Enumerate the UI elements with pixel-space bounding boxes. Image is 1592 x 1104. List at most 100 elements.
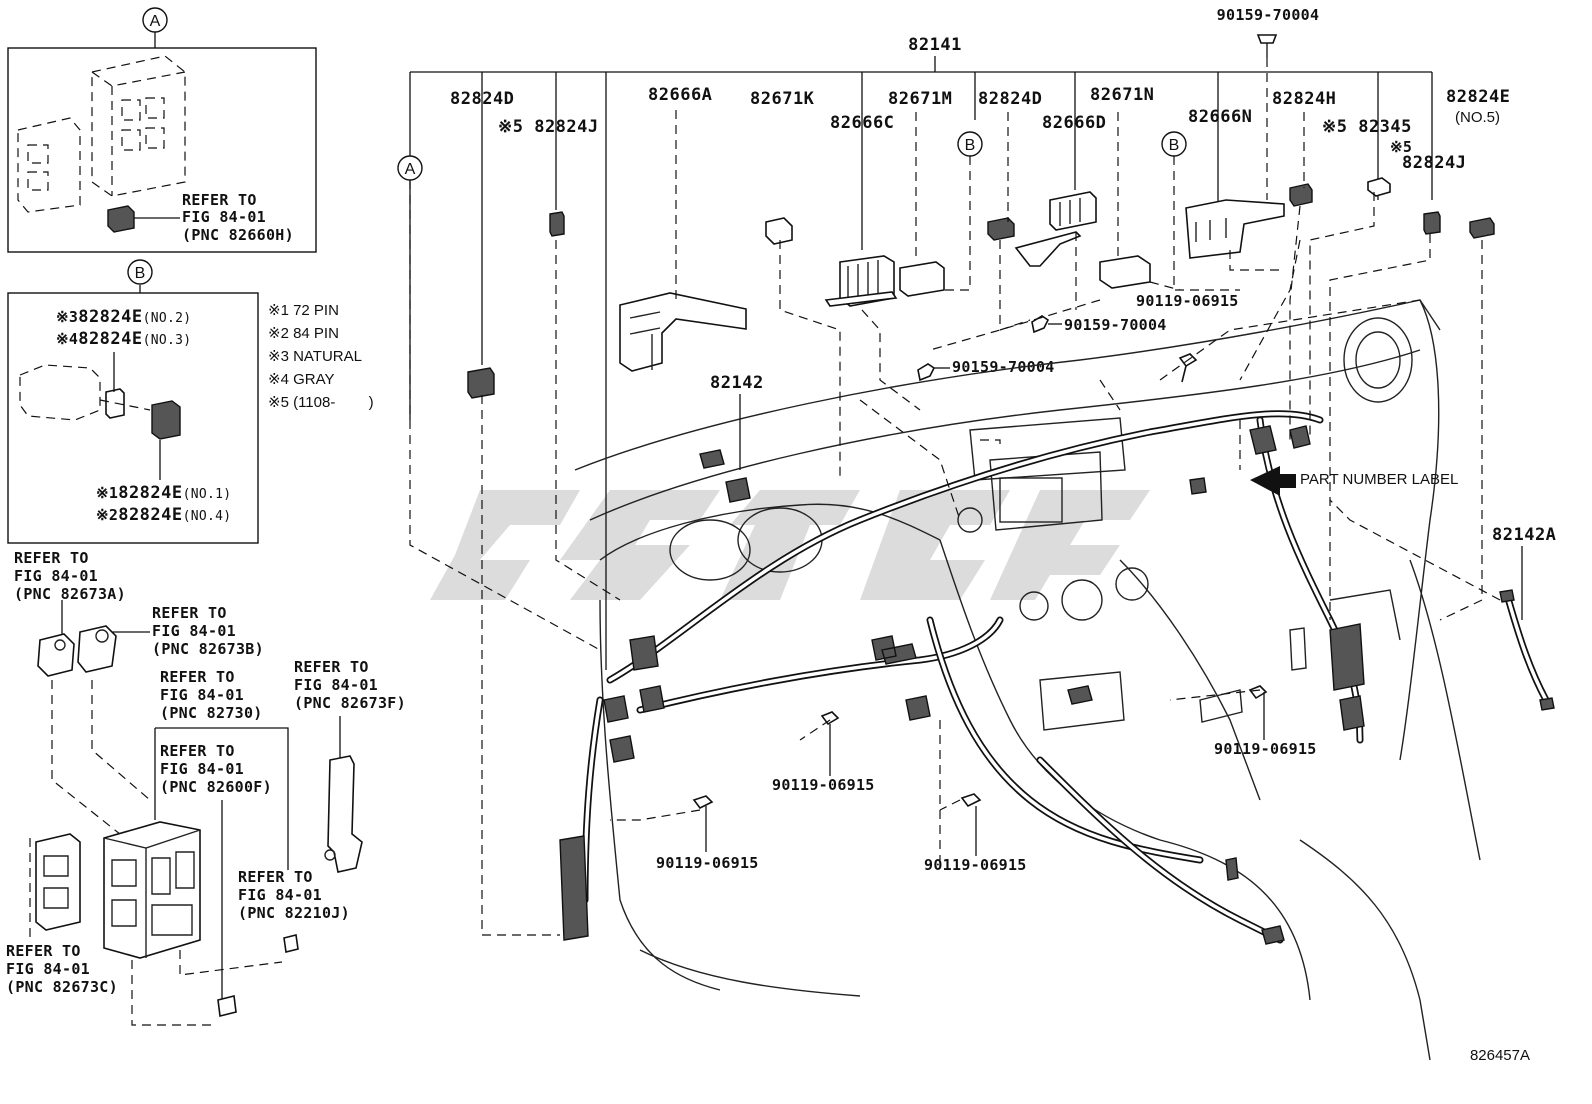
- connector-82666c: [824, 255, 898, 307]
- refer-82673f-2: FIG 84-01: [294, 676, 378, 694]
- bolt-90119-e: [960, 793, 982, 808]
- connector-82824j-left: [549, 211, 565, 237]
- bolt-label-4: 90119-06915: [1214, 740, 1317, 758]
- inset-b-item-2-pn: 82824E: [78, 329, 142, 349]
- inset-b-item-3-sub: (NO.1): [183, 487, 232, 502]
- refer-82673b-1: REFER TO: [152, 604, 227, 622]
- refer-82673f-1: REFER TO: [294, 658, 369, 676]
- svg-text:※282824E(NO.4): ※282824E(NO.4): [96, 505, 231, 525]
- bolt-label-2: 90159-70004: [1064, 316, 1167, 334]
- refer-82673a-3: (PNC 82673A): [14, 585, 126, 603]
- callout-part-number-label: PART NUMBER LABEL: [1300, 471, 1458, 488]
- inset-a-frame: [7, 47, 317, 253]
- refer-82673c-3: (PNC 82673C): [6, 978, 118, 996]
- callout-82824e-right: 82824E: [1446, 87, 1510, 107]
- refer-82210j-2: FIG 84-01: [238, 886, 322, 904]
- callout-82824d-left: 82824D: [450, 89, 514, 109]
- bolt-label-5: 90119-06915: [772, 776, 875, 794]
- refer-82673b-3: (PNC 82673B): [152, 640, 264, 658]
- main-part-number: 82141: [908, 35, 962, 55]
- clip-82600f: [217, 995, 237, 1017]
- connector-82671k: [765, 217, 793, 245]
- refer-82673a-1: REFER TO: [14, 549, 89, 567]
- inset-b: B ※382824E(NO.2) ※482824E(NO.3) ※182824E…: [7, 259, 259, 544]
- inset-a-refer-2: FIG 84-01: [182, 208, 266, 226]
- bolt-label-3: 90159-70004: [952, 358, 1055, 376]
- clip-82210j: [283, 934, 299, 953]
- callout-82824j-right: 82824J: [1402, 153, 1466, 173]
- callout-82142: 82142: [710, 373, 764, 393]
- part-number-label-arrow: [1250, 466, 1296, 496]
- refer-82673c-1: REFER TO: [6, 942, 81, 960]
- callout-82345: ※5 82345: [1322, 117, 1412, 137]
- inset-b-marker: [127, 259, 153, 285]
- callout-82666d: 82666D: [1042, 113, 1106, 133]
- bracket-82673b: [77, 625, 117, 673]
- inset-b-marker-text: B: [135, 265, 146, 282]
- bolt-90159-a: [1031, 315, 1050, 334]
- refer-82730-3: (PNC 82730): [160, 704, 263, 722]
- inset-b-item-2-sub: (NO.3): [143, 333, 192, 348]
- bolt-label-6: 90119-06915: [656, 854, 759, 872]
- inset-b-item-1-mark: ※3: [56, 308, 78, 326]
- inset-a-refer-3: (PNC 82660H): [182, 226, 294, 244]
- connector-82824e-right: [1469, 217, 1495, 239]
- callout-82824e-sub: (NO.5): [1455, 109, 1500, 126]
- bolt-90159-b: [917, 363, 936, 382]
- refer-82600f-1: REFER TO: [160, 742, 235, 760]
- connector-82824j-right: [1423, 211, 1441, 235]
- bolt-90119-c: [820, 711, 840, 726]
- refer-82673a-2: FIG 84-01: [14, 567, 98, 585]
- legend-line-5: ※5 (1108- ): [268, 394, 374, 411]
- inset-b-item-3-pn: 82824E: [118, 483, 182, 503]
- legend-line-1: ※1 72 PIN: [268, 302, 339, 319]
- refer-82600f-2: FIG 84-01: [160, 760, 244, 778]
- inset-a: A REFER TO FIG 84-01 (PNC 82660H): [7, 7, 317, 253]
- refer-82730-1: REFER TO: [160, 668, 235, 686]
- harness-connectors: [559, 425, 1365, 945]
- inset-b-item-1-pn: 82824E: [78, 307, 142, 327]
- callout-82671n: 82671N: [1090, 85, 1154, 105]
- svg-text:※382824E(NO.2): ※382824E(NO.2): [56, 307, 191, 327]
- refer-82673c-2: FIG 84-01: [6, 960, 90, 978]
- callout-82824j-left: ※5 82824J: [498, 117, 599, 137]
- legend-line-4: ※4 GRAY: [268, 371, 334, 388]
- inset-b-item-4-mark: ※2: [96, 506, 118, 524]
- inset-b-item-1-sub: (NO.2): [143, 311, 192, 326]
- diagram-code: 826457A: [1470, 1047, 1530, 1064]
- junction-block-82730: [103, 821, 201, 959]
- bracket-82673f: [327, 755, 363, 873]
- callout-82666n: 82666N: [1188, 107, 1252, 127]
- marker-a-text: A: [405, 161, 416, 178]
- connector-82824h: [1289, 183, 1313, 207]
- refer-82210j-3: (PNC 82210J): [238, 904, 350, 922]
- junction-block-dashed: [17, 55, 186, 213]
- relay-82660h: [107, 205, 135, 233]
- inset-a-marker-text: A: [150, 13, 161, 30]
- callout-82666c: 82666C: [830, 113, 894, 133]
- bracket-82673a: [37, 633, 75, 677]
- wire-82142a: [1499, 546, 1555, 711]
- legend-line-2: ※2 84 PIN: [268, 325, 339, 342]
- left-refer-area: REFER TO FIG 84-01 (PNC 82673A) REFER TO…: [6, 549, 406, 1026]
- refer-82210j-1: REFER TO: [238, 868, 313, 886]
- connector-82824e-large: [151, 400, 181, 440]
- connector-82345: [1367, 177, 1391, 197]
- markers: A B B: [397, 131, 1187, 181]
- wire-harness-82141: [581, 410, 1364, 944]
- inset-b-item-4-pn: 82824E: [118, 505, 182, 525]
- bolt-90119-b: [1248, 685, 1268, 700]
- ecu-connector-dashed: [19, 364, 101, 421]
- callout-82671k: 82671K: [750, 89, 815, 109]
- connector-82824d-left: [467, 367, 495, 399]
- bracket-82673c: [29, 833, 81, 940]
- connector-82671m: [899, 261, 945, 297]
- legend-line-3: ※3 NATURAL: [268, 348, 362, 365]
- svg-text:※482824E(NO.3): ※482824E(NO.3): [56, 329, 191, 349]
- callout-82824d-center: 82824D: [978, 89, 1042, 109]
- connector-82824d-center: [987, 217, 1015, 241]
- main-leader-bracket: 82141 90159-70004: [409, 6, 1433, 670]
- top-bolt: [1256, 34, 1278, 44]
